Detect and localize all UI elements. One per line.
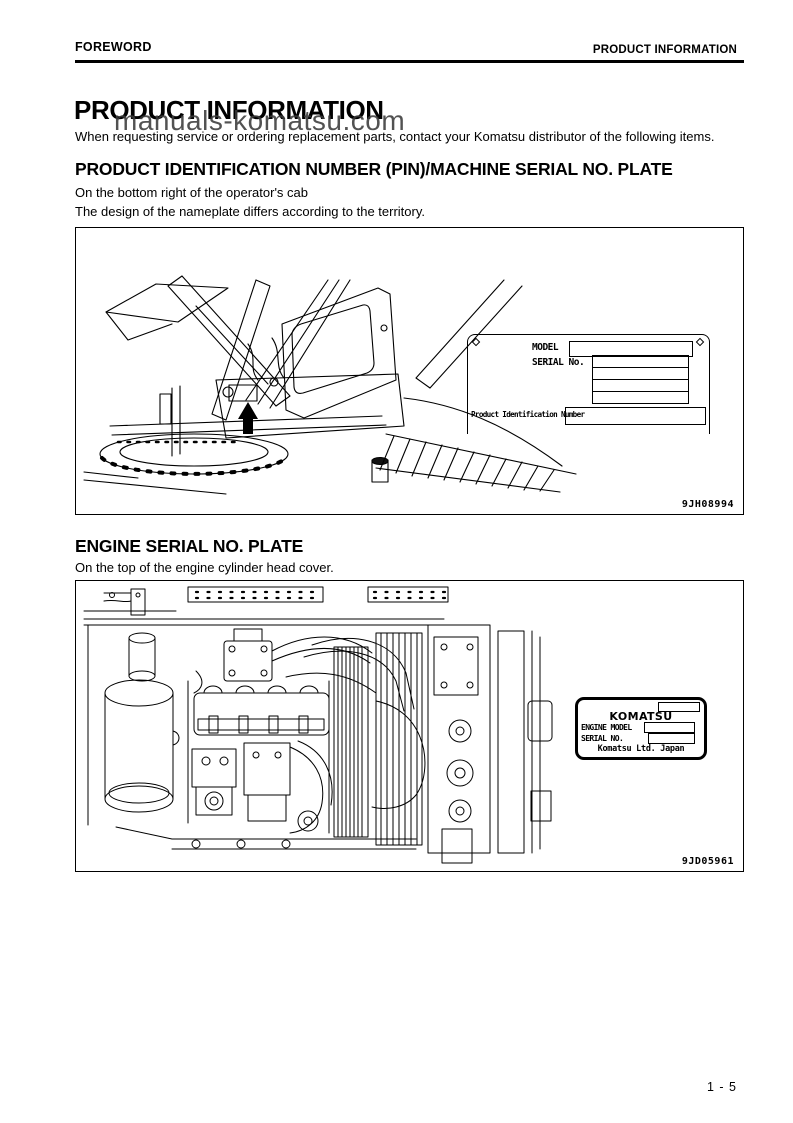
komatsu-logo: KOMATSU <box>609 710 673 723</box>
header-right-text: PRODUCT INFORMATION <box>592 44 737 56</box>
pin-plate-location-text: On the bottom right of the operator's ca… <box>75 185 309 200</box>
engine-drawing <box>76 581 743 871</box>
header-left-text: FOREWORD <box>75 40 152 54</box>
excavator-drawing <box>76 228 743 514</box>
page-number: 1 - 5 <box>706 1080 737 1094</box>
serial-label: SERIAL No. <box>532 357 585 368</box>
serial-value-boxes <box>592 355 689 404</box>
header-rule <box>75 60 744 63</box>
pin-nameplate: MODEL SERIAL No. Product Identification … <box>467 334 710 434</box>
engine-model-value-box <box>644 722 695 733</box>
screw-mark-icon <box>471 337 481 347</box>
figure-code: 9JD05961 <box>681 856 734 867</box>
pin-label: Product Identification Number <box>471 410 585 419</box>
pin-value-box <box>565 407 706 425</box>
engine-nameplate: KOMATSU ENGINE MODEL SERIAL NO. Komatsu … <box>575 697 707 760</box>
engine-serial-label: SERIAL NO. <box>581 734 624 743</box>
serial-cell <box>592 391 689 404</box>
figure-engine-plate: KOMATSU ENGINE MODEL SERIAL NO. Komatsu … <box>75 580 744 872</box>
engine-serial-value-box <box>648 733 695 744</box>
model-value-box <box>569 341 693 357</box>
watermark-text: manuals-komatsu.com <box>114 105 406 136</box>
engine-plate-location-text: On the top of the engine cylinder head c… <box>75 560 334 575</box>
screw-mark-icon <box>695 337 705 347</box>
pin-plate-note-text: The design of the nameplate differs acco… <box>75 204 425 219</box>
section-heading-engine-plate: ENGINE SERIAL NO. PLATE <box>75 536 304 556</box>
plate-footer-text: Komatsu Ltd. Japan <box>597 744 685 754</box>
engine-model-label: ENGINE MODEL <box>581 723 632 732</box>
figure-code: 9JH08994 <box>681 499 734 510</box>
page-title: PRODUCT INFORMATION <box>74 95 384 125</box>
figure-pin-plate: MODEL SERIAL No. Product Identification … <box>75 227 744 515</box>
plate-top-box <box>658 702 700 712</box>
section-heading-pin-plate: PRODUCT IDENTIFICATION NUMBER (PIN)/MACH… <box>75 159 673 179</box>
model-label: MODEL <box>532 342 559 353</box>
intro-paragraph: When requesting service or ordering repl… <box>75 129 715 144</box>
